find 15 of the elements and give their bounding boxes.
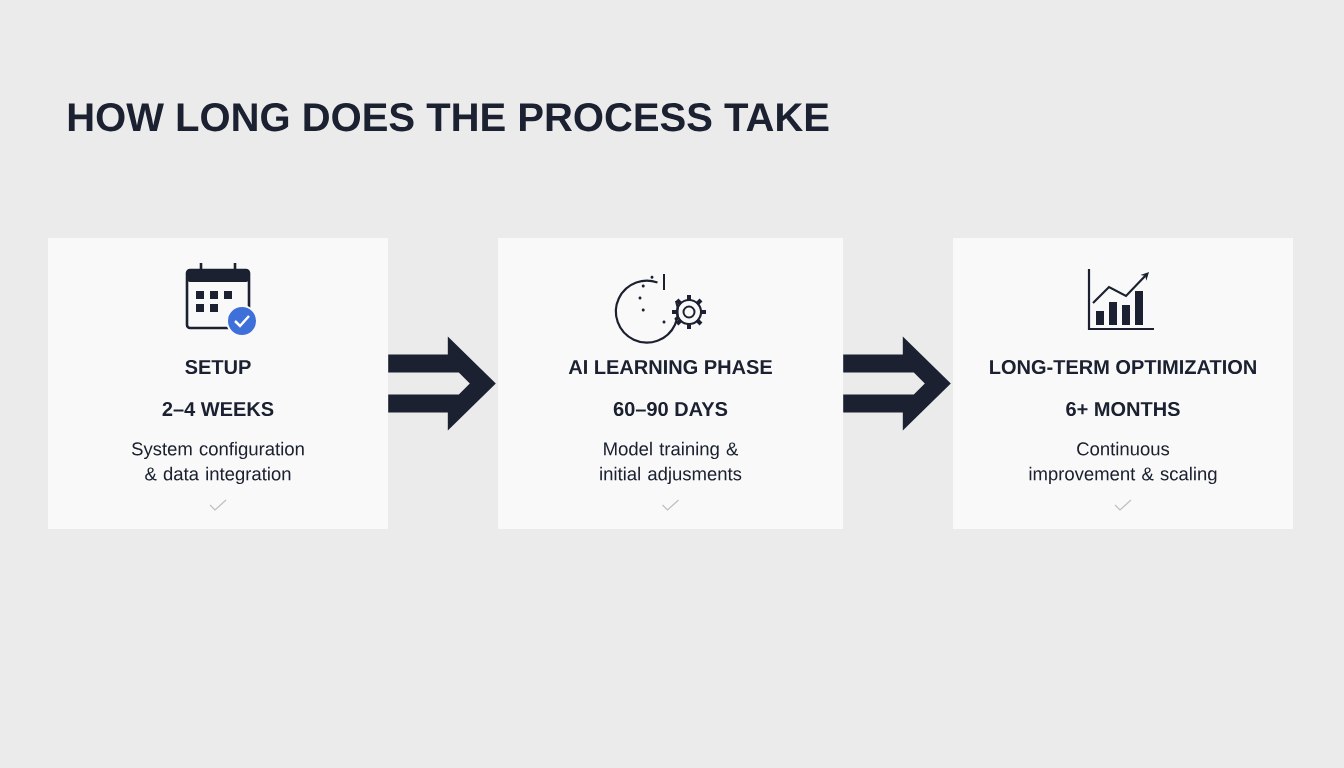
description: Model training & initial adjusments — [600, 441, 742, 485]
card-heading: LONG-TERM OPTIMIZATION — [990, 359, 1256, 375]
phase-card — [498, 238, 843, 529]
double-arrow — [388, 336, 496, 431]
card-heading: SETUP — [185, 359, 251, 375]
duration: 2–4 WEEKS — [162, 401, 274, 417]
title: HOW LONG DOES THE PROCESS TAKE — [68, 103, 829, 132]
description: Continuous improvement & scaling — [1029, 441, 1217, 485]
card-heading: AI LEARNING PHASE — [568, 359, 772, 375]
duration: 6+ MONTHS — [1066, 401, 1180, 417]
phase-card — [48, 238, 388, 529]
phase-card — [953, 238, 1293, 529]
double-arrow — [843, 336, 951, 431]
description: System configuration & data integration — [131, 441, 304, 485]
duration: 60–90 DAYS — [613, 401, 728, 417]
